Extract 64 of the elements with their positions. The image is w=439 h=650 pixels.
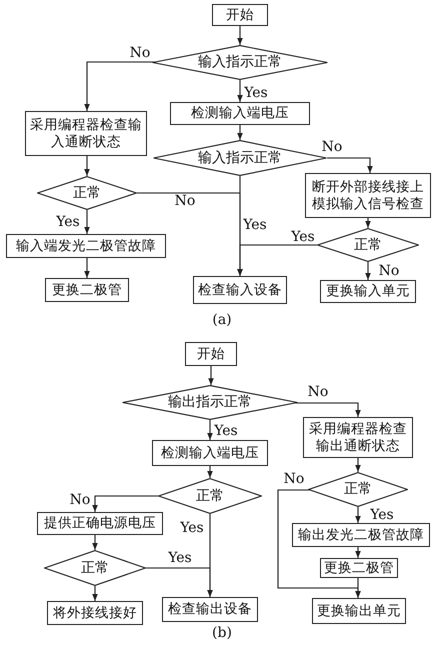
edge-label: Yes [55, 215, 81, 229]
arrow [237, 244, 317, 276]
arrow [237, 80, 243, 102]
decision-diamond: 正常 [308, 472, 408, 507]
arrow [355, 547, 361, 558]
decision-diamond: 正常 [37, 176, 137, 210]
edge-label: No [68, 493, 92, 507]
decision-diamond: 输出指示正常 [122, 385, 298, 420]
edge-label: No [378, 264, 400, 278]
arrow [146, 567, 213, 597]
arrow [295, 402, 361, 417]
arrow [207, 420, 213, 440]
arrow [237, 26, 243, 45]
edge-label: No [320, 140, 344, 154]
edge-label: Yes [167, 551, 193, 565]
process-box: 检测输入端电压 [170, 102, 310, 125]
edge-label: No [282, 472, 306, 486]
figure-caption: (b) [211, 626, 233, 640]
process-box: 检查输入设备 [193, 276, 287, 304]
arrow [355, 507, 361, 523]
process-box: 更换输入单元 [320, 280, 416, 303]
arrow [92, 495, 158, 512]
arrow [92, 586, 98, 601]
process-box: 更换二极管 [320, 558, 398, 578]
edge-label: Yes [242, 218, 268, 232]
decision-diamond: 正常 [158, 478, 262, 514]
process-box: 将外接线接好 [47, 601, 143, 625]
process-box: 断开外部接线接上模拟输入信号检查 [305, 173, 431, 218]
edge-label: No [174, 194, 196, 208]
arrow [84, 210, 90, 234]
process-box: 更换输出单元 [312, 598, 406, 624]
arrow [365, 262, 371, 280]
arrow [84, 156, 90, 176]
edge-label: Yes [369, 508, 395, 522]
process-box: 采用编程器检查输出通断状态 [303, 417, 413, 458]
start-box: 开始 [185, 342, 237, 366]
start-box: 开始 [212, 4, 268, 26]
figure-caption: (a) [211, 313, 233, 327]
arrow [365, 218, 371, 228]
edge-label: Yes [290, 230, 316, 244]
decision-diamond: 输入指示正常 [152, 45, 328, 80]
decision-diamond: 正常 [44, 550, 146, 586]
arrow [327, 157, 373, 173]
process-box: 提供正确电源电压 [37, 512, 163, 535]
process-box: 检查输出设备 [162, 597, 258, 622]
arrow [92, 535, 98, 550]
arrow [277, 489, 361, 598]
process-box: 输出发光二极管故障 [292, 523, 430, 547]
process-box: 输入端发光二极管故障 [6, 234, 166, 258]
process-box: 检测输入端电压 [152, 440, 268, 466]
arrow [237, 125, 243, 140]
arrow [208, 366, 214, 386]
edge-label: Yes [213, 424, 239, 438]
arrow [207, 466, 213, 478]
process-box: 采用编程器检查输入通断状态 [25, 111, 147, 156]
decision-diamond: 正常 [317, 228, 419, 262]
process-box: 更换二极管 [45, 278, 129, 302]
edge-label: No [306, 385, 330, 399]
edge-label: Yes [243, 86, 269, 100]
arrow [84, 61, 155, 111]
arrow [355, 458, 361, 472]
arrow [84, 258, 90, 278]
edge-label: Yes [179, 521, 205, 535]
edge-label: No [128, 46, 152, 60]
